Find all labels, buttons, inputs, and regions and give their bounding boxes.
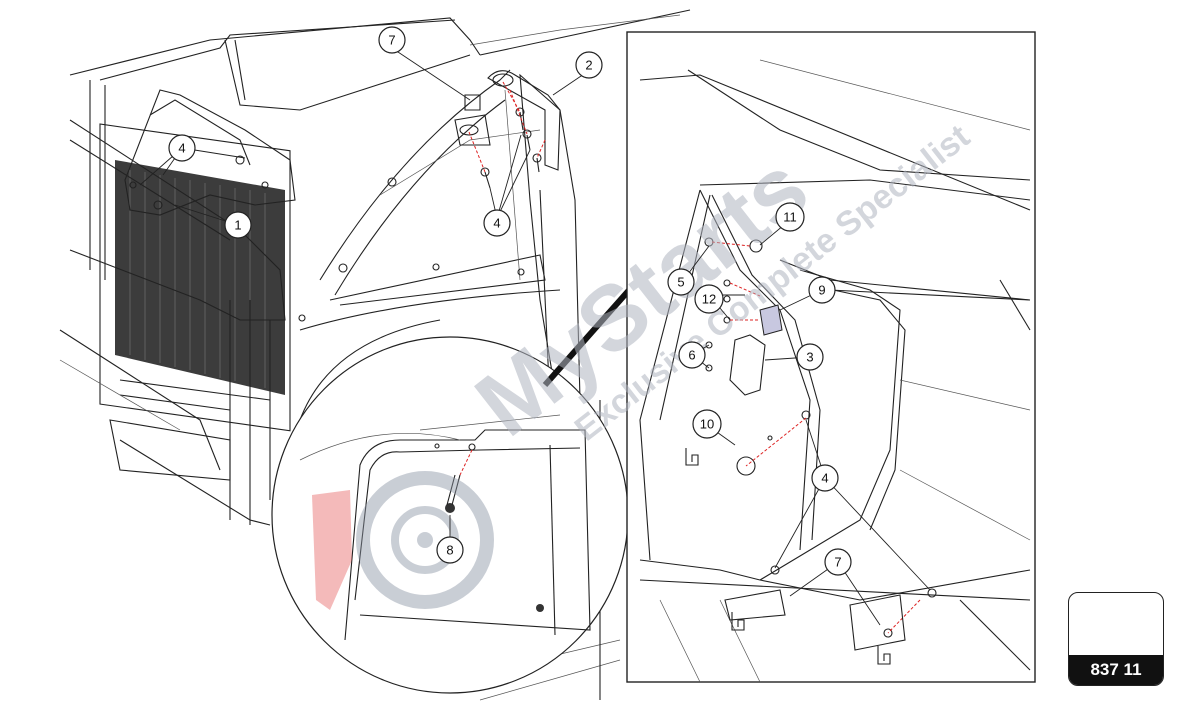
callout-6: 6	[678, 341, 706, 369]
callout-7-top: 7	[378, 26, 406, 54]
svg-text:2: 2	[585, 58, 592, 73]
reference-badge: 837 11	[1068, 592, 1164, 686]
svg-text:12: 12	[702, 292, 716, 307]
callout-4-inset: 4	[811, 464, 839, 492]
callout-9: 9	[808, 276, 836, 304]
svg-text:7: 7	[388, 33, 395, 48]
svg-text:4: 4	[178, 141, 185, 156]
svg-text:7: 7	[834, 555, 841, 570]
callout-10: 10	[692, 409, 722, 439]
svg-text:1: 1	[234, 218, 241, 233]
svg-text:5: 5	[677, 275, 684, 290]
svg-text:3: 3	[806, 350, 813, 365]
callout-5: 5	[667, 268, 695, 296]
callout-11: 11	[775, 202, 805, 232]
svg-text:11: 11	[783, 210, 797, 225]
callout-8: 8	[436, 536, 464, 564]
callout-4-left: 4	[168, 134, 196, 162]
svg-text:10: 10	[700, 417, 714, 432]
svg-text:4: 4	[493, 216, 500, 231]
svg-text:6: 6	[688, 348, 695, 363]
callout-12: 12	[694, 284, 724, 314]
svg-text:4: 4	[821, 471, 828, 486]
callout-7-inset: 7	[824, 548, 852, 576]
callout-4-center: 4	[483, 209, 511, 237]
svg-text:8: 8	[446, 543, 453, 558]
svg-text:9: 9	[818, 283, 825, 298]
reference-code: 837 11	[1069, 655, 1163, 685]
callout-1: 1	[224, 211, 252, 239]
callout-3: 3	[796, 343, 824, 371]
callout-2: 2	[575, 51, 603, 79]
